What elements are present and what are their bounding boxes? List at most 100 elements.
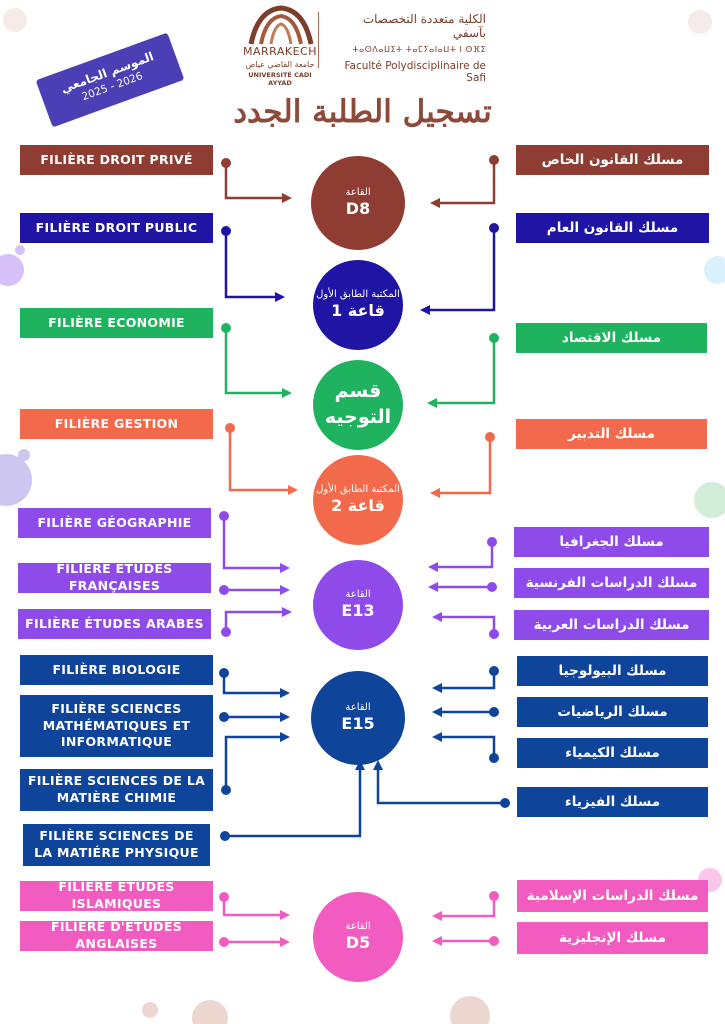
connector-line-fr-gestion [228,428,290,492]
connector-line-ar-biologie [440,671,496,690]
arrow-head-ar-droit-prive [430,198,440,208]
arrow-head-ar-biologie [432,683,442,693]
logo-city: MARRAKECH [243,45,317,58]
filiere-fr-gestion: FILIÈRE GESTION [20,409,213,439]
arrow-head-fr-etudes-anglaises [280,937,290,947]
room-label: القاعة [345,187,371,199]
room-code: قاعة 2 [331,496,385,516]
room-label: المكتبة الطابق الأول [316,289,400,301]
filiere-fr-biologie: FILIÈRE BIOLOGIE [20,655,213,685]
logo-arches-icon [248,5,314,45]
arrow-head-ar-etudes-francaises [428,582,438,592]
connector-line-ar-physique [376,768,505,805]
arrow-head-fr-droit-public [275,292,285,302]
filiere-ar-etudes-francaises: مسلك الدراسات الفرنسية [514,568,709,598]
arrow-head-ar-gestion [430,488,440,498]
filiere-fr-etudes-anglaises: FILIÈRE D'ÉTUDES ANGLAISES [20,919,213,951]
arrow-head-ar-economie [427,398,437,408]
arrow-head-fr-biologie [280,688,290,698]
connector-line-ar-droit-public [428,228,496,312]
arrow-head-fr-etudes-arabes [282,607,292,617]
filiere-ar-maths: مسلك الرياضيات [517,697,708,727]
filiere-ar-geographie: مسلك الجغرافيا [514,527,709,557]
connector-line-fr-biologie [222,673,282,695]
arrow-head-fr-droit-prive [282,193,292,203]
room-label: القاعة [345,589,371,601]
faculty-tifinagh: ⵜⴰⵙⴷⴰⵡⵉⵜ ⵜⴰⵎⵢⴰⵏⴰⵡⵜ ⵏ ⵙⴼⵉ [352,45,486,54]
filiere-ar-economie: مسلك الاقتصاد [516,323,707,353]
filiere-fr-smp: FILIÈRE SCIENCES DE LA MATIÉRE PHYSIQUE [23,824,210,866]
connector-line-ar-economie [435,338,496,405]
connector-line-fr-etudes-islamiques [222,897,282,917]
filiere-ar-physique: مسلك الفيزياء [517,787,708,817]
filiere-ar-anglais: مسلك الإنجليزية [517,922,708,954]
logo-arabic: جامعة القاضي عياض [245,60,315,69]
arrow-head-fr-etudes-francaises [280,585,290,595]
arrow-head-ar-geographie [428,562,438,572]
connector-line-ar-etudes-islamiques [440,896,496,918]
connector-line-ar-geographie [436,542,494,569]
university-logo: MARRAKECH جامعة القاضي عياض UNIVERSITÉ C… [240,4,320,88]
arrow-head-fr-economie [282,388,292,398]
logo-university: UNIVERSITÉ CADI AYYAD [248,71,312,87]
room-code: D5 [345,933,371,953]
filiere-fr-economie: FILIÈRE ECONOMIE [20,308,213,338]
arrow-head-fr-geographie [280,563,290,573]
page-title: تسجيل الطلبة الجدد [233,94,492,130]
arrow-head-ar-maths [432,707,442,717]
filiere-fr-smi: FILIÈRE SCIENCES MATHÉMATIQUES ET INFORM… [20,695,213,757]
arrow-head-ar-physique [373,760,383,770]
filiere-ar-chimie: مسلك الكيمياء [517,738,708,768]
connector-line-ar-chimie [440,735,496,758]
room-label: القاعة [345,702,371,714]
arrow-head-fr-smc [280,732,290,742]
arrow-head-ar-anglais [432,936,442,946]
arrow-head-fr-smp [355,760,365,770]
arrow-head-ar-droit-public [420,305,430,315]
filiere-fr-smc: FILIÈRE SCIENCES DE LA MATIÈRE CHIMIE [20,769,213,811]
faculty-name: الكلية متعددة التخصصات بآسفي ⵜⴰⵙⴷⴰⵡⵉⵜ ⵜⴰ… [326,12,486,84]
filiere-fr-droit-prive: FILIÈRE DROIT PRIVÉ [20,145,213,175]
filiere-ar-gestion: مسلك التدبير [516,419,707,449]
connector-line-fr-etudes-arabes [224,610,284,632]
arrow-head-ar-etudes-islamiques [432,911,442,921]
room-code: قسم التوجيه [324,380,392,428]
room-code: D8 [345,199,371,219]
connector-line-ar-droit-prive [438,160,496,205]
filiere-fr-geographie: FILIÈRE GÉOGRAPHIE [18,508,211,538]
connector-line-fr-economie [224,328,284,395]
connector-line-ar-etudes-arabes [440,615,496,634]
room-orient: قسم التوجيه [313,360,403,450]
room-code: قاعة 1 [331,301,385,321]
connector-line-fr-smc [224,735,282,790]
arrow-head-ar-etudes-arabes [432,612,442,622]
connector-line-fr-droit-public [224,231,277,299]
filiere-ar-etudes-arabes: مسلك الدراسات العربية [514,610,709,640]
connector-line-fr-smp [225,768,362,838]
filiere-ar-droit-public: مسلك القانون العام [516,213,709,243]
filiere-ar-biologie: مسلك البيولوجيا [517,656,708,686]
arrow-head-fr-etudes-islamiques [280,910,290,920]
filiere-ar-etudes-islamiques: مسلك الدراسات الإسلامية [517,880,708,912]
filiere-ar-droit-prive: مسلك القانون الخاص [516,145,709,175]
connector-line-fr-geographie [222,516,282,570]
faculty-french: Faculté Polydisciplinaire de Safi [344,60,486,84]
header-divider [318,12,319,68]
connector-line-fr-droit-prive [224,163,284,200]
room-label: المكتبة الطابق الأول [316,484,400,496]
faculty-arabic: الكلية متعددة التخصصات بآسفي [362,12,486,40]
filiere-fr-etudes-francaises: FILIÈRE ÉTUDES FRANÇAISES [18,561,211,593]
arrow-head-fr-smi [280,712,290,722]
filiere-fr-etudes-arabes: FILIÈRE ÉTUDES ARABES [18,609,211,639]
connector-line-ar-gestion [438,437,492,495]
filiere-fr-droit-public: FILIÈRE DROIT PUBLIC [20,213,213,243]
room-code: E15 [341,714,375,734]
